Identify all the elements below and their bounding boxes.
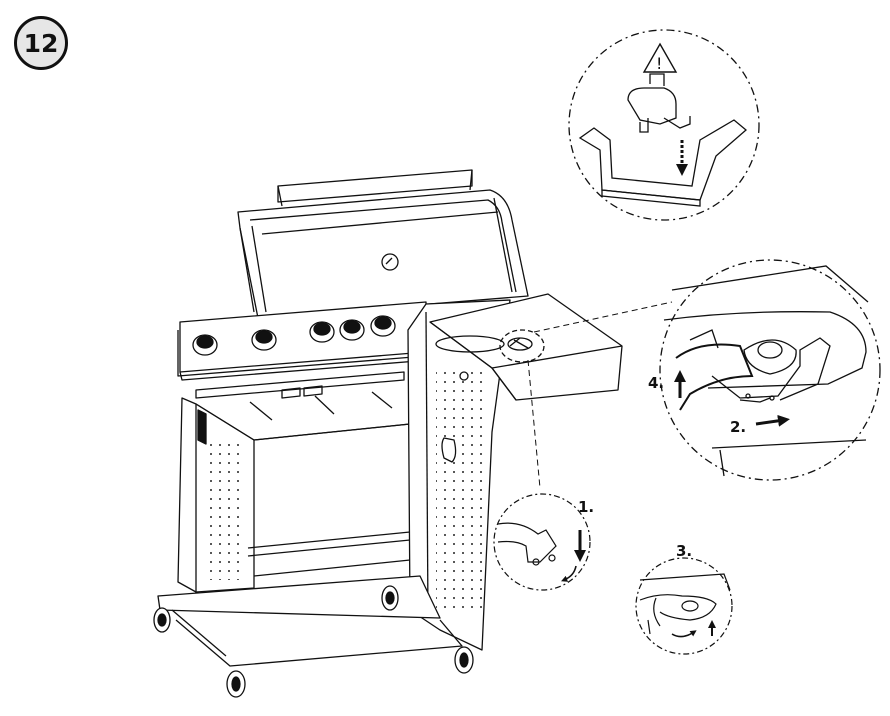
step-label-3: 3. bbox=[676, 542, 693, 560]
direction-arrow-icon bbox=[755, 414, 790, 427]
detail-step-3 bbox=[635, 557, 733, 655]
control-knob bbox=[251, 329, 277, 351]
warning-exclamation: ! bbox=[656, 54, 663, 73]
detail-valve-connection bbox=[659, 259, 881, 481]
control-knob bbox=[339, 319, 365, 341]
cabinet-left-wall bbox=[177, 397, 255, 593]
caster-wheel-icon bbox=[381, 585, 399, 611]
lid-thermometer-icon bbox=[381, 253, 399, 271]
step-label-4: 4. bbox=[648, 374, 665, 392]
caster-wheel-icon bbox=[454, 646, 474, 674]
lid-handle bbox=[277, 169, 473, 207]
step-label-2: 2. bbox=[730, 418, 747, 436]
step-number-badge: 12 bbox=[14, 16, 68, 70]
detail-valve-bracket bbox=[568, 29, 760, 221]
grill bbox=[153, 169, 623, 698]
grill-lid bbox=[237, 189, 529, 319]
caster-wheel-icon bbox=[226, 670, 246, 698]
cabinet-right-panel bbox=[407, 299, 511, 651]
cabinet-interior bbox=[247, 423, 411, 577]
step-label-1: 1. bbox=[578, 498, 595, 516]
leader-lines bbox=[527, 301, 673, 489]
gas-hose bbox=[675, 343, 754, 411]
caster-wheel-icon bbox=[153, 607, 171, 633]
control-knob bbox=[370, 315, 396, 337]
burner-ring bbox=[743, 339, 797, 375]
control-knob bbox=[192, 334, 218, 356]
detail-step-1 bbox=[493, 493, 591, 591]
warning-triangle-icon bbox=[642, 42, 678, 73]
cart-base bbox=[157, 575, 463, 667]
control-knob bbox=[309, 321, 335, 343]
burner-tubes bbox=[195, 371, 411, 441]
callout-ring bbox=[499, 329, 545, 363]
gas-valve bbox=[627, 87, 677, 125]
side-burner-shelf bbox=[429, 293, 623, 401]
